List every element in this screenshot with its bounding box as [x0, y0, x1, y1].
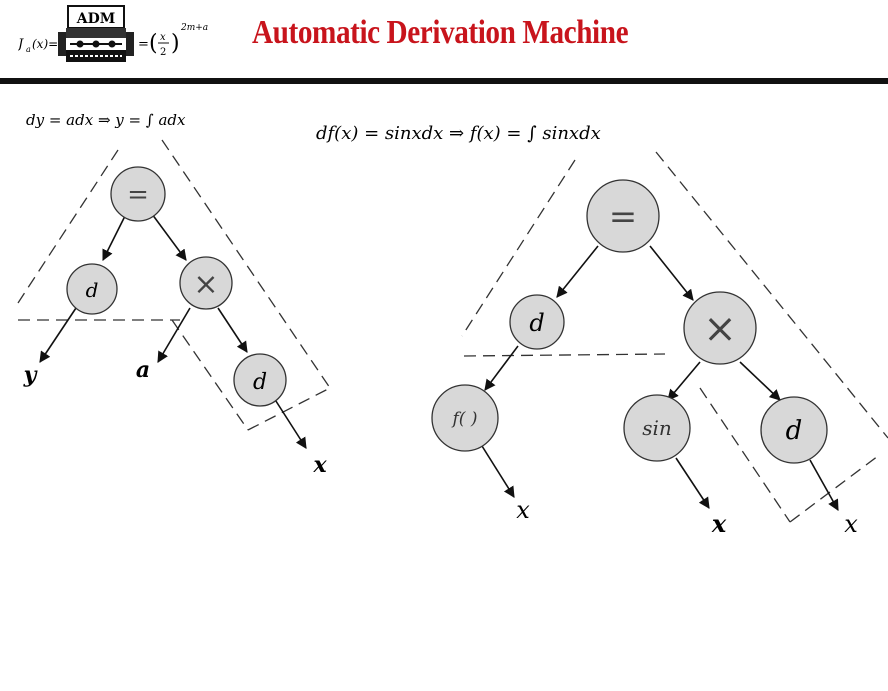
right-node-f: f( ) [431, 384, 499, 452]
right-edges [481, 245, 839, 511]
left-node-d2-label: d [253, 370, 267, 395]
left-node-times: × [179, 256, 233, 310]
logo-formula-sub: a [26, 45, 31, 54]
left-node-d-label: d [86, 278, 99, 302]
left-edges [39, 213, 307, 449]
right-node-d-label: d [529, 309, 544, 337]
right-node-times: × [683, 291, 757, 365]
right-node-equals-label: = [609, 197, 638, 237]
left-leaf-y: y [23, 362, 39, 388]
logo-formula-exp: 2m+a [180, 23, 208, 33]
logo-frac-den: 2 [160, 47, 166, 58]
right-dashed-regions [461, 151, 888, 523]
right-node-times-label: × [703, 306, 737, 352]
derivation-diagram: dy = adx ⇒ y = ∫ adx = d × d y a x df(x)… [17, 111, 888, 538]
right-node-d2: d [760, 396, 828, 464]
right-leaf-x2: x [711, 509, 727, 538]
header-divider [0, 78, 888, 84]
right-node-sin: sin [623, 394, 691, 462]
left-node-equals-label: = [127, 180, 149, 210]
left-leaf-x: x [312, 452, 327, 478]
logo-formula-left: J [18, 37, 24, 52]
header: J a (x)= ADM = ( x 2 ) 2m+a Automatic De… [0, 0, 888, 78]
left-node-d: d [66, 263, 118, 315]
right-node-d: d [509, 294, 565, 350]
adm-logo: J a (x)= ADM = ( x 2 ) 2m+a [18, 5, 208, 62]
left-equation: dy = adx ⇒ y = ∫ adx [26, 111, 186, 129]
right-leaf-x3: x [844, 510, 858, 538]
logo-badge: ADM [76, 11, 116, 27]
right-node-f-label: f( ) [451, 409, 478, 429]
left-node-d2: d [233, 353, 287, 407]
left-node-times-label: × [193, 267, 218, 302]
left-node-equals: = [110, 166, 166, 222]
right-node-equals: = [586, 179, 660, 253]
left-dashed-regions [17, 139, 331, 431]
left-leaf-a: a [136, 357, 150, 383]
right-node-sin-label: sin [642, 416, 672, 440]
right-node-d2-label: d [786, 416, 803, 446]
logo-paren-left: ( [149, 31, 158, 56]
right-leaf-x1: x [516, 496, 530, 524]
logo-frac-num: x [160, 32, 166, 43]
page-title: Automatic Derivation Machine [252, 14, 629, 51]
logo-formula-eq: = [138, 37, 149, 52]
logo-paren-right: ) [171, 31, 180, 56]
logo-formula-arg: (x)= [32, 37, 58, 51]
right-equation: df(x) = sinxdx ⇒ f(x) = ∫ sinxdx [316, 123, 601, 144]
machine-icon [58, 5, 134, 62]
